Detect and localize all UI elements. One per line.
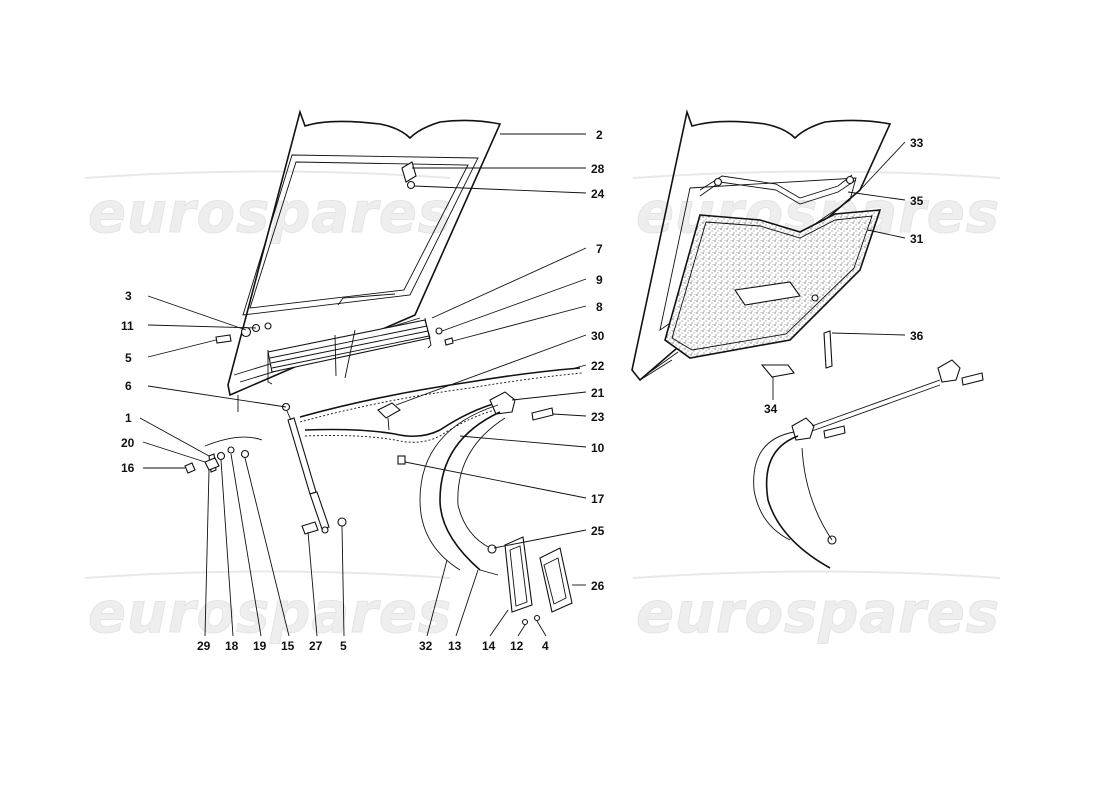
clip-29 xyxy=(204,457,220,471)
label-22: 22 xyxy=(591,359,605,373)
label-3: 3 xyxy=(125,289,132,303)
label-14: 14 xyxy=(482,639,496,653)
label-31: 31 xyxy=(910,232,924,246)
lid-hinge xyxy=(401,161,417,183)
screw-4 xyxy=(533,614,541,622)
bolt-5b xyxy=(337,517,347,527)
label-1: 1 xyxy=(125,411,132,425)
label-5-upper: 5 xyxy=(125,351,132,365)
pad-cutout xyxy=(734,281,801,306)
washer-9 xyxy=(435,327,443,335)
label-2: 2 xyxy=(596,128,603,142)
release-cable-10 xyxy=(439,411,501,571)
latch-striker xyxy=(377,402,401,419)
air-vent-grille xyxy=(267,317,432,385)
label-6: 6 xyxy=(125,379,132,393)
label-30: 30 xyxy=(591,329,605,343)
cable-eye xyxy=(487,544,497,554)
screw-8 xyxy=(444,337,454,346)
pad-clip xyxy=(811,294,819,302)
label-7: 7 xyxy=(596,242,603,256)
label-32: 32 xyxy=(419,639,433,653)
label-10: 10 xyxy=(591,441,605,455)
label-18: 18 xyxy=(225,639,239,653)
hinge-right-33 xyxy=(845,175,855,185)
label-36: 36 xyxy=(910,329,924,343)
lid-panel-33 xyxy=(631,109,892,382)
strut-36 xyxy=(823,330,833,369)
part-number-labels: 2 28 24 7 9 8 30 22 21 23 10 17 25 26 3 … xyxy=(121,128,924,653)
label-34: 34 xyxy=(764,402,778,416)
hinge-left-33 xyxy=(713,177,723,187)
release-bezel xyxy=(504,536,533,613)
rubber-stop xyxy=(397,455,406,465)
label-20: 20 xyxy=(121,436,135,450)
label-13: 13 xyxy=(448,639,462,653)
watermark-bottom-right: eurospares xyxy=(636,581,1000,646)
nut-a xyxy=(264,322,272,330)
hinge-bolt xyxy=(406,180,416,190)
label-8: 8 xyxy=(596,300,603,314)
label-17: 17 xyxy=(591,492,605,506)
nut-12 xyxy=(521,618,529,626)
left-lid-assembly xyxy=(184,109,583,626)
label-19: 19 xyxy=(253,639,267,653)
watermark-top-left: eurospares xyxy=(88,181,452,246)
label-21: 21 xyxy=(591,386,605,400)
plug-16 xyxy=(184,462,196,474)
leader-lines xyxy=(139,133,906,637)
label-27: 27 xyxy=(309,639,323,653)
release-handle xyxy=(539,547,573,613)
label-28: 28 xyxy=(591,162,605,176)
clip-27 xyxy=(301,521,319,535)
lid-seal xyxy=(299,367,581,418)
plate-right-lower xyxy=(823,425,846,439)
label-15: 15 xyxy=(281,639,295,653)
label-16: 16 xyxy=(121,461,135,475)
lock-right-upper xyxy=(937,359,961,383)
plate-right-upper xyxy=(961,372,984,386)
label-12: 12 xyxy=(510,639,524,653)
label-29: 29 xyxy=(197,639,211,653)
label-4: 4 xyxy=(542,639,549,653)
label-5-lower: 5 xyxy=(340,639,347,653)
lid-lock xyxy=(489,391,516,415)
watermark-bottom-left: eurospares xyxy=(88,581,452,646)
lock-plate xyxy=(531,407,554,421)
label-23: 23 xyxy=(591,410,605,424)
front-lid-panel xyxy=(227,109,502,397)
washer-19 xyxy=(227,446,235,454)
right-lid-assembly xyxy=(631,109,984,569)
label-33: 33 xyxy=(910,136,924,150)
label-25: 25 xyxy=(591,524,605,538)
bracket-34 xyxy=(760,364,795,378)
nut-15 xyxy=(240,449,250,459)
watermarks: eurospares eurospares eurospares eurospa… xyxy=(84,170,1001,647)
label-35: 35 xyxy=(910,194,924,208)
washer-18 xyxy=(216,451,226,461)
label-24: 24 xyxy=(591,187,605,201)
release-cable-right xyxy=(765,435,831,569)
label-11: 11 xyxy=(121,319,134,333)
label-9: 9 xyxy=(596,273,603,287)
label-26: 26 xyxy=(591,579,605,593)
bolt-a xyxy=(215,334,232,344)
gas-strut xyxy=(281,402,330,534)
